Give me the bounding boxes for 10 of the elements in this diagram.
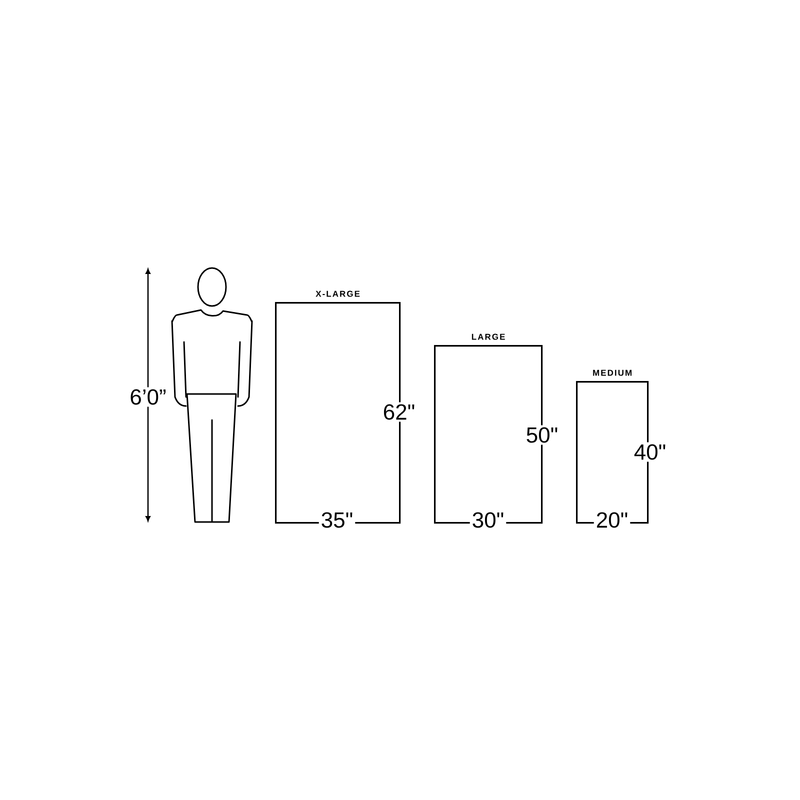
dimension-label: 50" xyxy=(524,425,560,445)
dimension-label: 62" xyxy=(380,402,418,422)
dimension-label: 20" xyxy=(594,510,630,530)
dimension-label: 35" xyxy=(318,510,356,530)
dimension-label: 6’0” xyxy=(128,387,168,407)
dimension-label: 40" xyxy=(632,442,668,462)
size-heading: LARGE xyxy=(472,334,505,340)
size-heading: MEDIUM xyxy=(593,370,632,376)
dimension-label: 30" xyxy=(470,510,506,530)
size-heading: X-LARGE xyxy=(316,290,360,297)
